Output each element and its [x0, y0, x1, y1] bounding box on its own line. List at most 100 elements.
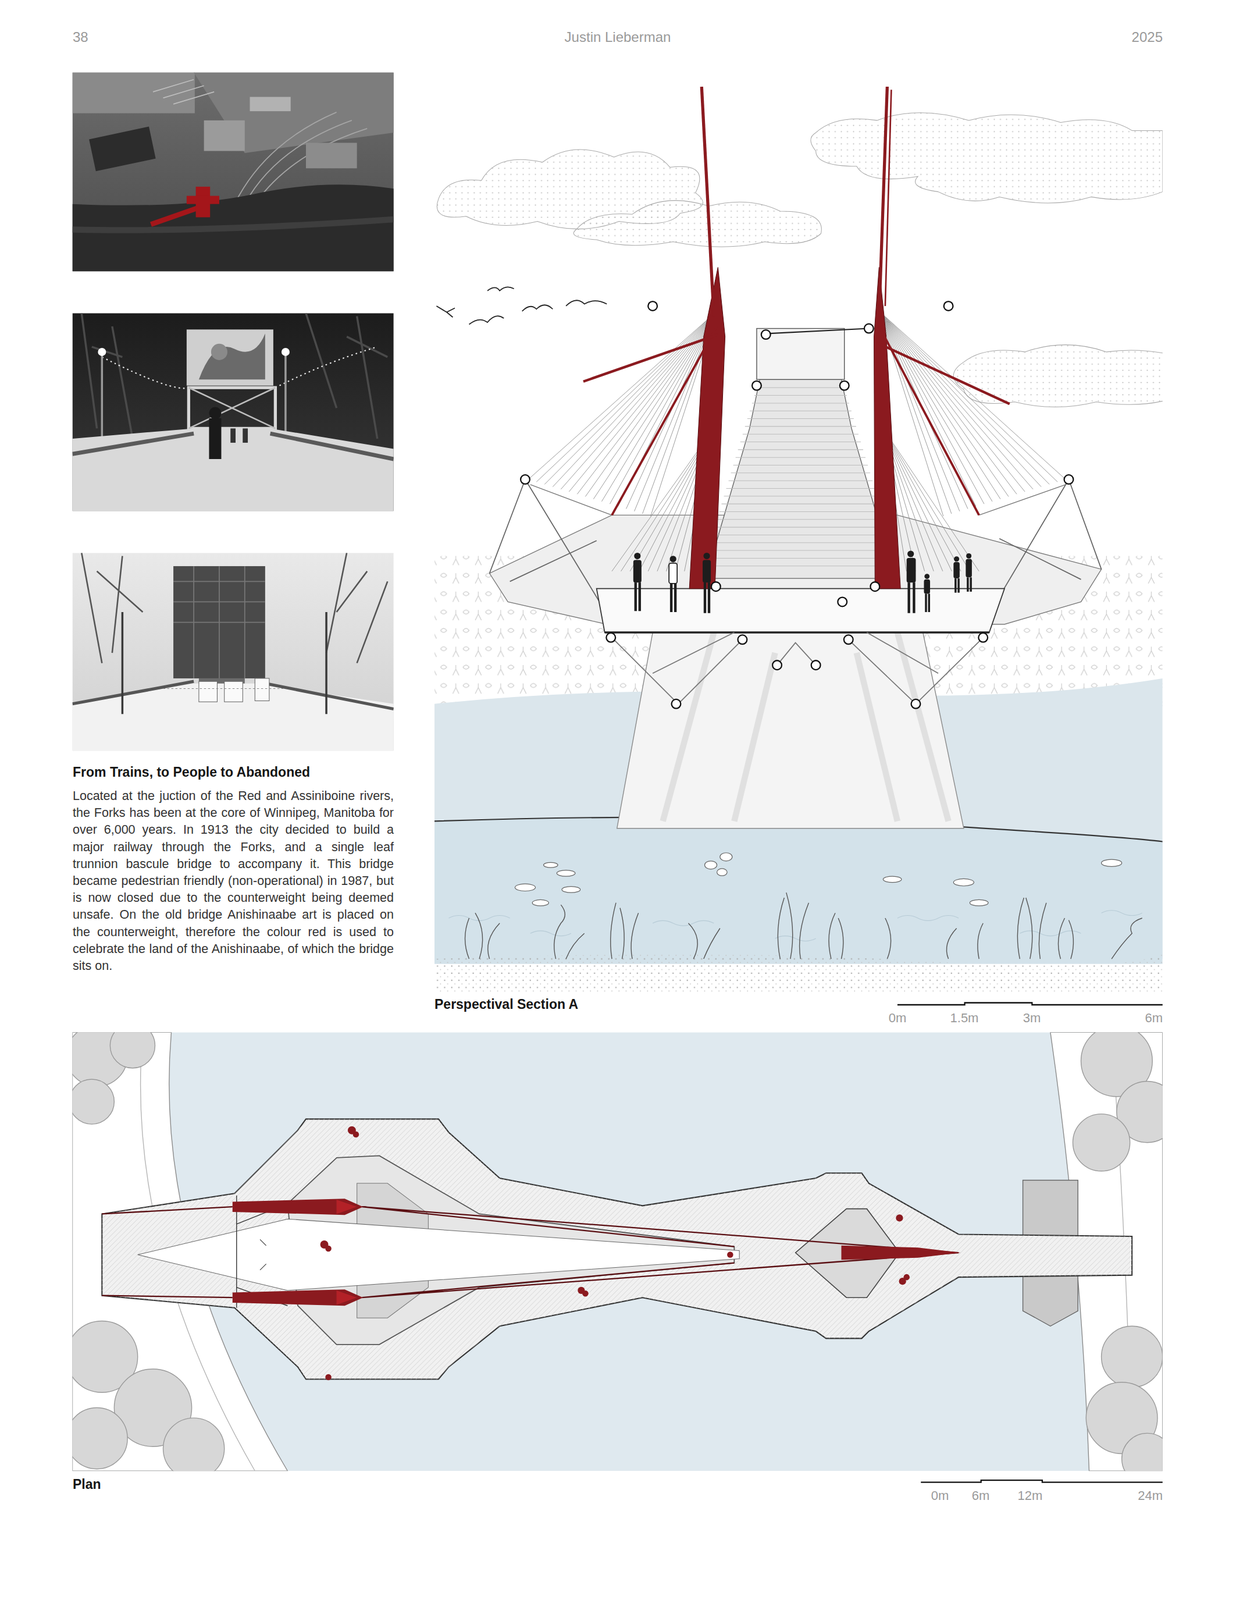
- joint: [711, 581, 721, 591]
- fish: [514, 883, 536, 891]
- tree: [72, 1031, 1163, 1471]
- seaweed: [1017, 897, 1047, 959]
- night-bridge-photo: [72, 428, 394, 511]
- person: [953, 556, 960, 562]
- ramp: [711, 534, 889, 536]
- joint: [870, 581, 880, 591]
- ramp: [726, 488, 876, 489]
- fish: [720, 852, 733, 861]
- night-bridge-photo: [72, 312, 394, 511]
- red-mast: [877, 342, 1010, 404]
- person: [953, 561, 960, 579]
- ramp: [754, 394, 847, 396]
- aerial-photo: [250, 97, 291, 112]
- ramp: [718, 511, 882, 512]
- seaweed: [828, 912, 844, 959]
- scale-label: 3m: [1023, 1010, 1042, 1026]
- ramp: [707, 550, 894, 551]
- fish: [717, 868, 728, 876]
- person: [634, 582, 637, 611]
- fish: [561, 886, 581, 893]
- river: [434, 817, 1163, 964]
- author-name: Justin Lieberman: [564, 29, 672, 46]
- joint: [1064, 474, 1074, 484]
- red-mast-plan: [101, 1206, 959, 1298]
- seaweed: [688, 923, 720, 959]
- ramp: [702, 387, 899, 566]
- joint: [837, 597, 847, 607]
- person: [957, 578, 960, 593]
- page-number: 38: [72, 29, 89, 46]
- scale-label: 0m: [888, 1010, 907, 1026]
- scale-label: 6m: [1144, 1010, 1163, 1026]
- night-bridge-photo: [97, 347, 106, 356]
- tree: [1121, 1432, 1163, 1471]
- fish: [953, 878, 974, 886]
- joint: [864, 323, 874, 334]
- red-mast: [885, 89, 892, 306]
- person: [912, 582, 915, 614]
- cable: [528, 311, 1066, 572]
- deck: [596, 588, 1005, 633]
- night-bridge-photo: [198, 333, 266, 380]
- ramp: [735, 457, 866, 458]
- aerial-photo: [72, 72, 394, 272]
- aerial-photo: [72, 219, 394, 231]
- ramp: [721, 503, 880, 505]
- bridge-deck: [101, 1118, 1132, 1379]
- illustration: [66, 72, 1178, 1484]
- scale-bar: [920, 1479, 1163, 1483]
- red-mast: [583, 334, 718, 382]
- ramp: [740, 441, 861, 443]
- person: [923, 579, 931, 594]
- ramp: [702, 565, 899, 566]
- aerial-photo: [152, 79, 215, 105]
- tree: [109, 1031, 155, 1068]
- scale-label: 0m: [931, 1487, 950, 1503]
- closed-bridge-photo: [173, 565, 266, 679]
- caption: Plan: [72, 1476, 102, 1493]
- closed-bridge-photo: [163, 688, 286, 689]
- seaweed: [610, 902, 639, 959]
- person: [707, 582, 711, 614]
- closed-bridge-photo: [173, 565, 266, 679]
- night-bridge-photo: [281, 347, 290, 356]
- aerial-photo: [186, 196, 220, 205]
- red-mast: [689, 266, 725, 589]
- seaweed: [777, 892, 809, 959]
- person-plan: [582, 1290, 589, 1297]
- night-bridge-photo: [208, 407, 222, 420]
- fish: [882, 875, 902, 883]
- ramp: [738, 449, 864, 450]
- ramp: [747, 418, 854, 419]
- seaweed: [885, 917, 892, 959]
- seaweed: [1111, 917, 1143, 959]
- aerial-photo: [204, 120, 245, 152]
- bird: [487, 286, 515, 291]
- cable: [536, 311, 717, 483]
- night-bridge-photo: [81, 312, 388, 439]
- cloud: [573, 200, 822, 248]
- person: [703, 582, 707, 614]
- person: [674, 583, 677, 612]
- ramp: [716, 518, 885, 520]
- person-plan: [903, 1273, 910, 1281]
- bird: [522, 304, 554, 312]
- plan-drawing: [72, 1031, 1163, 1471]
- aerial-photo: [193, 72, 394, 153]
- red-mast-plan: [232, 1288, 363, 1306]
- closed-bridge-photo: [224, 681, 244, 702]
- riverbed: [434, 953, 1163, 993]
- joint: [520, 474, 530, 484]
- person: [966, 576, 970, 592]
- joint: [671, 699, 682, 709]
- ramp-head: [756, 328, 845, 380]
- bird: [436, 286, 607, 324]
- red-mast: [878, 326, 979, 515]
- night-bridge-photo: [186, 329, 274, 386]
- person: [954, 578, 957, 593]
- person: [638, 582, 641, 611]
- closed-bridge-photo: [198, 681, 218, 702]
